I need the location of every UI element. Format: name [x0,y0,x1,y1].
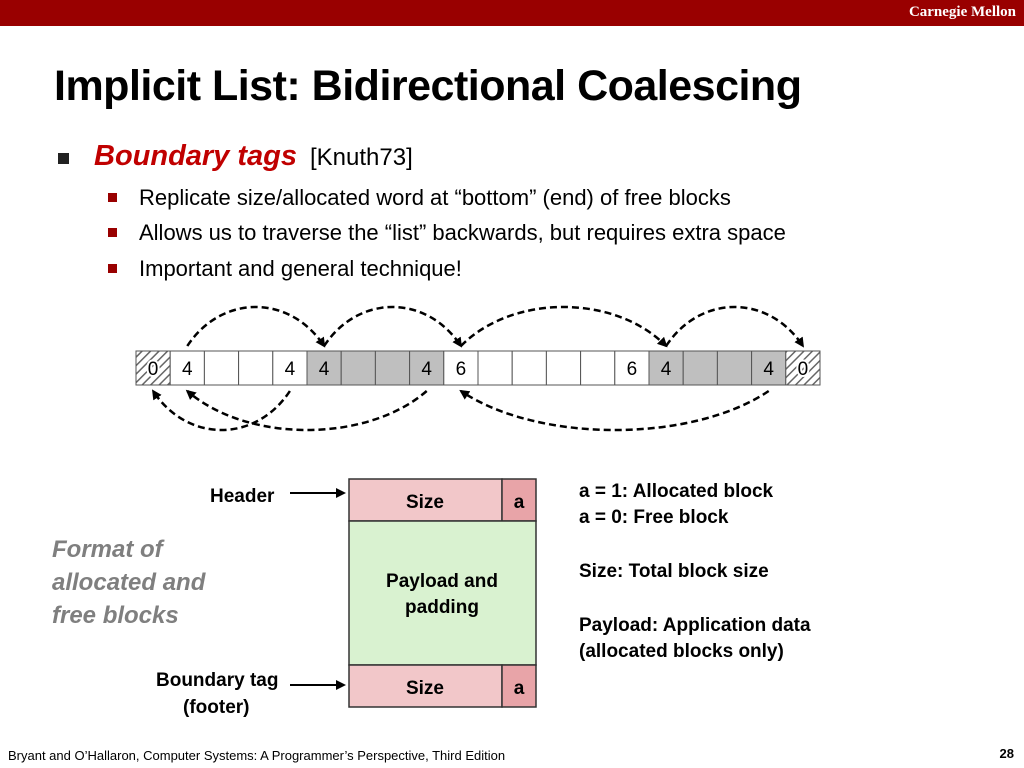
backward-link-arrow [151,389,291,432]
bullet-keyword: Boundary tags [94,140,298,172]
header-size-text: Size [406,492,444,513]
heap-cell [477,350,513,386]
sub-bullet-icon [108,264,117,273]
heap-cells: 0 4 4 4 4 6 6 4 4 0 [135,350,821,386]
sub-bullet-icon [108,228,117,237]
top-bar: Carnegie Mellon [0,0,1024,26]
heap-cell [272,350,308,386]
backward-link-arrow [459,389,770,432]
forward-link-arrow [665,305,805,348]
footer-citation: Bryant and O’Hallaron, Computer Systems:… [8,748,506,763]
footer-alloc-cell [501,664,537,708]
payload-cell [348,520,537,666]
footer-label-line-1: Boundary tag [156,670,279,691]
heap-cell [785,350,821,386]
heap-cell-label: 4 [182,359,193,380]
square-bullet-icon [58,153,69,164]
backward-link-arrow [185,389,428,432]
bullet-reference: [Knuth73] [310,144,413,171]
footer-size-cell [348,664,503,708]
legend-payload: Payload: Application data [579,615,811,636]
heap-cell [169,350,205,386]
forward-link-arrow [460,305,668,348]
format-caption-line: free blocks [52,602,179,629]
forward-link-arrow [323,305,463,348]
footer-alloc-text: a [514,678,525,699]
legend-payload-note: (allocated blocks only) [579,641,784,662]
heap-cell-label: 4 [763,359,774,380]
heap-cell [306,350,342,386]
sub-bullet-icon [108,193,117,202]
legend-allocated: a = 1: Allocated block [579,481,774,502]
header-label: Header [210,486,275,507]
heap-cell [374,350,411,386]
heap-cell-label: 4 [661,359,672,380]
heap-cell [648,350,684,386]
heap-cell [135,350,171,386]
heap-cell [751,350,787,386]
forward-link-arrow [186,305,326,348]
format-caption-line: allocated and [52,569,206,596]
heap-cell-label: 0 [148,359,159,380]
heap-cell-label: 0 [798,359,809,380]
heap-cell-label: 4 [285,359,296,380]
sub-bullet-text: Replicate size/allocated word at “bottom… [139,185,731,210]
heap-cell [340,350,376,386]
heap-cell-label: 6 [456,359,467,380]
format-caption-line: Format of [52,536,163,563]
heap-cell [716,350,753,386]
heap-cell-label: 4 [421,359,432,380]
sub-bullet-text: Allows us to traverse the “list” backwar… [139,220,786,245]
legend-size: Size: Total block size [579,561,769,582]
sub-bullet-text: Important and general technique! [139,256,462,281]
header-alloc-cell [501,478,537,522]
legend-free: a = 0: Free block [579,507,729,528]
heap-cell [203,350,240,386]
header-alloc-text: a [514,492,525,513]
heap-cell [443,350,479,386]
heap-cell [511,350,547,386]
footer-size-text: Size [406,678,444,699]
footer-label-line-2: (footer) [183,697,250,718]
heap-cell [682,350,718,386]
heap-cell-label: 6 [627,359,638,380]
brand-label: Carnegie Mellon [908,4,1016,20]
payload-text-line-1: Payload and [386,571,498,592]
heap-cell-label: 4 [319,359,330,380]
heap-cell [238,350,274,386]
page-number: 28 [999,746,1014,761]
heap-links [151,305,805,432]
format-caption: Format of allocated and free blocks [52,533,205,632]
slide-title: Implicit List: Bidirectional Coalescing [54,62,802,110]
heap-cell [580,350,616,386]
heap-cell [545,350,582,386]
payload-text-line-2: padding [405,597,479,618]
